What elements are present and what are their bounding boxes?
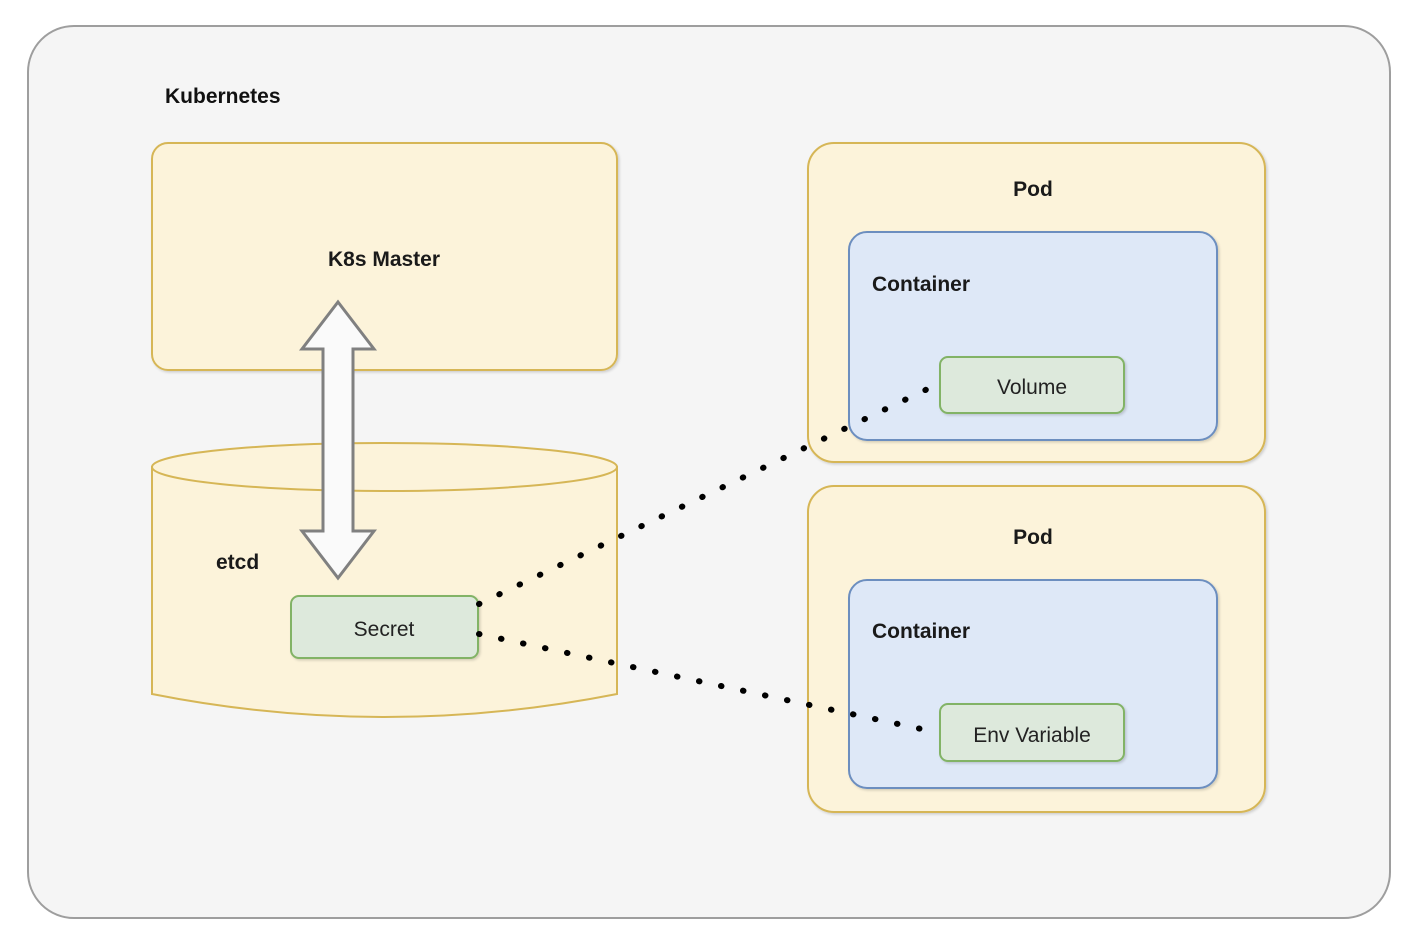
env-variable-node[interactable]: Env Variable — [939, 703, 1125, 762]
bidirectional-arrow-shape — [298, 299, 378, 581]
secret-node[interactable]: Secret — [290, 595, 479, 659]
pod-top-label: Pod — [1013, 178, 1053, 201]
container-top-label: Container — [872, 273, 970, 296]
volume-label: Volume — [997, 376, 1067, 399]
env-variable-rect[interactable] — [939, 703, 1125, 762]
secret-to-volume-dotted-line — [476, 380, 943, 607]
k8s-master-label: K8s Master — [328, 248, 440, 271]
pod-bottom-node[interactable]: Pod Container Env Variable — [807, 485, 1266, 813]
volume-rect[interactable] — [939, 356, 1125, 414]
etcd-cylinder-top — [151, 442, 618, 492]
k8s-master-node[interactable]: K8s Master — [151, 142, 618, 371]
pod-top-node[interactable]: Pod Container Volume — [807, 142, 1266, 463]
etcd-cylinder-body[interactable] — [151, 466, 618, 718]
secret-to-volume-connector — [476, 380, 943, 607]
etcd-node[interactable]: etcd — [151, 442, 618, 718]
env-variable-label: Env Variable — [973, 724, 1091, 747]
secret-label: Secret — [354, 618, 415, 641]
secret-rect[interactable] — [290, 595, 479, 659]
container-bottom-label: Container — [872, 620, 970, 643]
etcd-label: etcd — [216, 551, 259, 574]
master-etcd-bidirectional-arrow-icon — [298, 299, 378, 581]
kubernetes-label: Kubernetes — [165, 85, 281, 108]
container-bottom-node[interactable]: Container Env Variable — [848, 579, 1218, 789]
container-top-node[interactable]: Container Volume — [848, 231, 1218, 441]
pod-bottom-label: Pod — [1013, 526, 1053, 549]
k8s-master-rect[interactable] — [151, 142, 618, 371]
volume-node[interactable]: Volume — [939, 356, 1125, 414]
